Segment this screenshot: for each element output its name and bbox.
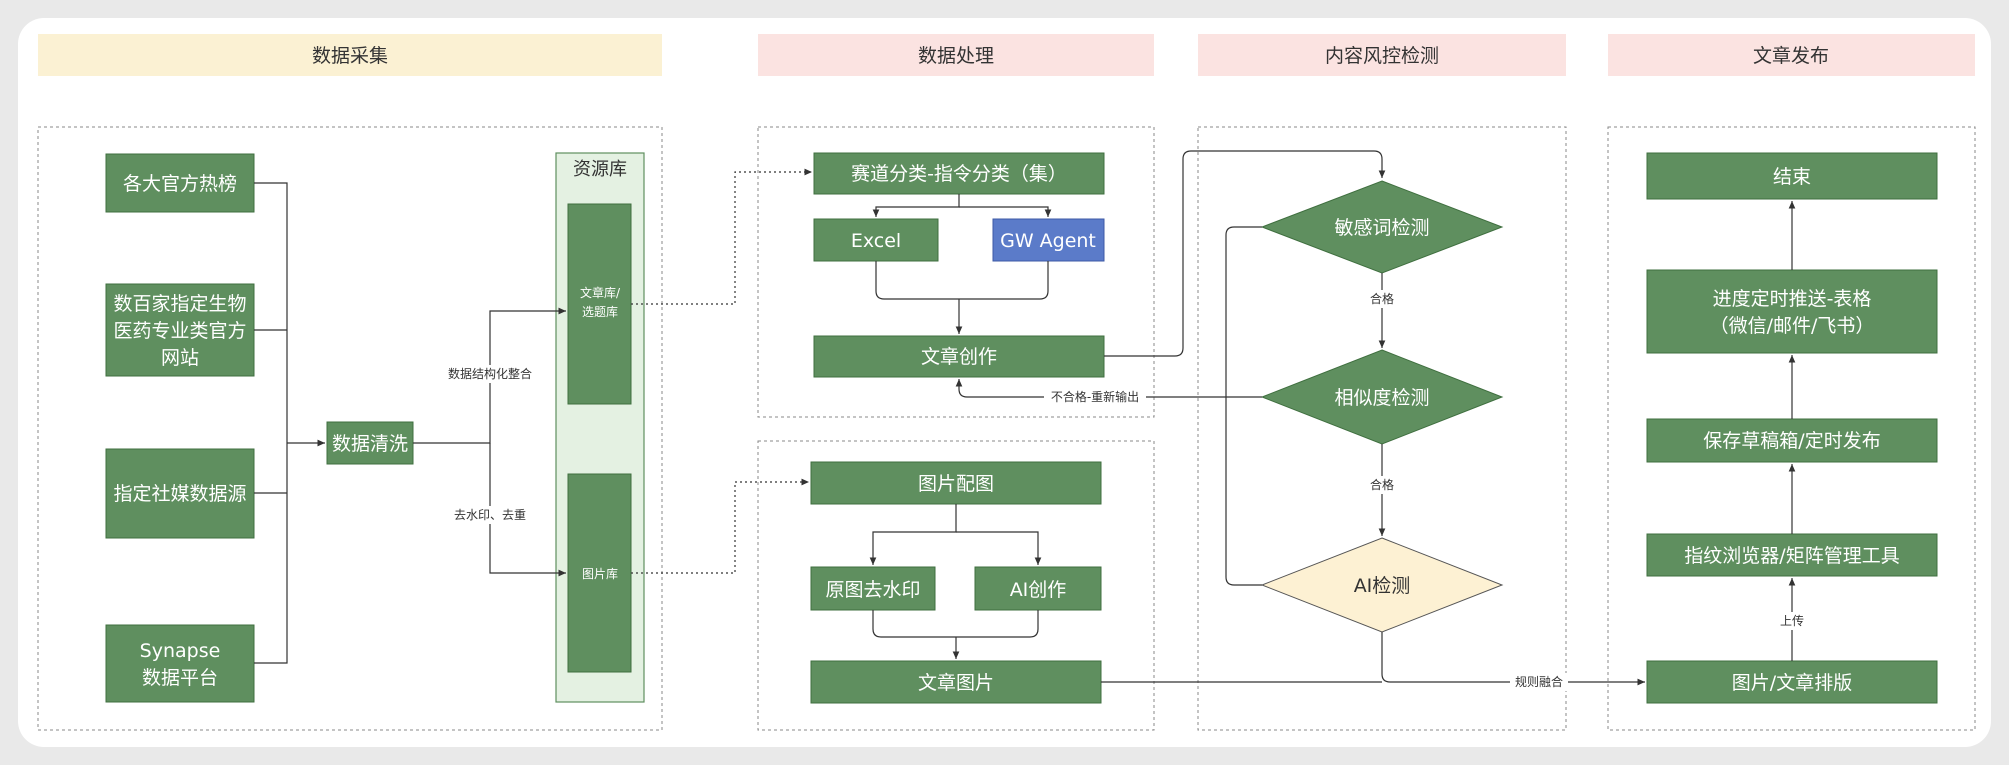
frame-process-bottom <box>757 440 1155 731</box>
header-publish-bg <box>1608 34 1975 76</box>
similarity-label: 相似度检测 <box>1334 387 1429 409</box>
sensitive-label: 敏感词检测 <box>1334 217 1429 239</box>
source-official-rankings-label: 各大官方热榜 <box>123 173 237 195</box>
header-collect: 数据采集 <box>312 45 388 67</box>
header-process: 数据处理 <box>918 45 994 67</box>
source-social-media-label: 指定社媒数据源 <box>113 483 246 505</box>
classify-box[interactable] <box>813 152 1105 195</box>
gw-agent-box[interactable] <box>992 218 1105 262</box>
upload-label: 上传 <box>1780 613 1804 628</box>
label-structure: 数据结构化整合 <box>448 366 532 381</box>
pass-label-1: 合格 <box>1370 291 1394 306</box>
connector-classify-to-agent <box>959 206 1052 217</box>
ai-create-box[interactable] <box>974 566 1102 611</box>
classify-label: 赛道分类-指令分类（集） <box>851 163 1067 185</box>
connector-clean-to-image <box>489 443 566 577</box>
draft-box[interactable] <box>1646 418 1938 463</box>
source-biomed-line3: 网站 <box>161 347 199 369</box>
header-collect-bg <box>38 34 662 76</box>
connector-sources-bus <box>254 182 288 664</box>
connector-fail-return <box>955 379 1226 398</box>
header-risk: 内容风控检测 <box>1325 45 1439 67</box>
link-image-lib-to-image-match <box>631 478 809 574</box>
end-label: 结束 <box>1773 166 1811 188</box>
connector-excel-agent-merge <box>875 261 1049 300</box>
frame-risk <box>1197 126 1567 731</box>
article-image-box[interactable] <box>810 660 1102 704</box>
data-clean-label: 数据清洗 <box>332 433 408 455</box>
header-process-bg <box>758 34 1154 76</box>
connector-classify-split <box>872 194 960 217</box>
connector-fail-collector <box>1225 226 1262 586</box>
layout-label: 图片/文章排版 <box>1732 672 1852 694</box>
ai-create-label: AI创作 <box>1010 579 1067 601</box>
push-label-1: 进度定时推送-表格 <box>1713 288 1872 310</box>
dewatermark-label: 原图去水印 <box>825 579 920 601</box>
image-library-label: 图片库 <box>582 566 618 581</box>
source-biomed-sites[interactable] <box>105 283 255 377</box>
connector-image-split <box>869 504 957 565</box>
frame-publish <box>1607 126 1976 731</box>
frame-process-top <box>757 126 1155 418</box>
article-create-label: 文章创作 <box>921 346 997 368</box>
resource-library-title: 资源库 <box>573 159 627 180</box>
source-social-media[interactable] <box>105 448 255 539</box>
connector-image-to-ai <box>956 531 1042 565</box>
browser-label: 指纹浏览器/矩阵管理工具 <box>1684 545 1899 567</box>
ai-check-label: AI检测 <box>1354 575 1411 597</box>
article-library-label-2: 选题库 <box>582 304 618 319</box>
draft-label: 保存草稿箱/定时发布 <box>1703 430 1880 452</box>
end-box[interactable] <box>1646 152 1938 200</box>
article-image-label: 文章图片 <box>918 672 994 694</box>
dewatermark-box[interactable] <box>810 566 936 611</box>
image-match-label: 图片配图 <box>918 473 994 495</box>
source-synapse-line2: 数据平台 <box>142 667 218 689</box>
article-create-box[interactable] <box>813 335 1105 378</box>
fail-label: 不合格-重新输出 <box>1051 389 1139 404</box>
excel-label: Excel <box>851 230 901 252</box>
header-risk-bg <box>1198 34 1566 76</box>
data-clean-box[interactable] <box>326 421 414 465</box>
push-label-2: （微信/邮件/飞书） <box>1710 315 1875 337</box>
source-official-rankings[interactable] <box>105 153 255 213</box>
label-dedupe: 去水印、去重 <box>454 508 526 522</box>
connector-create-to-sensitive <box>1104 150 1386 357</box>
diagram-card <box>18 18 1991 747</box>
connector-image-merge <box>872 610 1039 638</box>
source-biomed-line1: 数百家指定生物 <box>113 293 246 315</box>
source-synapse[interactable] <box>105 624 255 703</box>
frame-collect <box>37 126 663 731</box>
gw-agent-label: GW Agent <box>1000 230 1096 252</box>
merge-label: 规则融合 <box>1515 674 1563 689</box>
link-article-lib-to-classify <box>631 168 812 305</box>
layout-box[interactable] <box>1646 660 1938 704</box>
push-box[interactable] <box>1646 269 1938 354</box>
image-match-box[interactable] <box>810 461 1102 505</box>
connector-ai-to-layout <box>1381 632 1645 686</box>
source-biomed-line2: 医药专业类官方 <box>113 320 246 342</box>
excel-box[interactable] <box>813 218 939 262</box>
header-publish: 文章发布 <box>1753 45 1829 67</box>
source-synapse-line1: Synapse <box>140 640 221 662</box>
pass-label-2: 合格 <box>1370 477 1394 492</box>
article-library-label-1: 文章库/ <box>580 285 621 300</box>
image-library[interactable] <box>567 473 632 673</box>
article-library[interactable] <box>567 203 632 405</box>
